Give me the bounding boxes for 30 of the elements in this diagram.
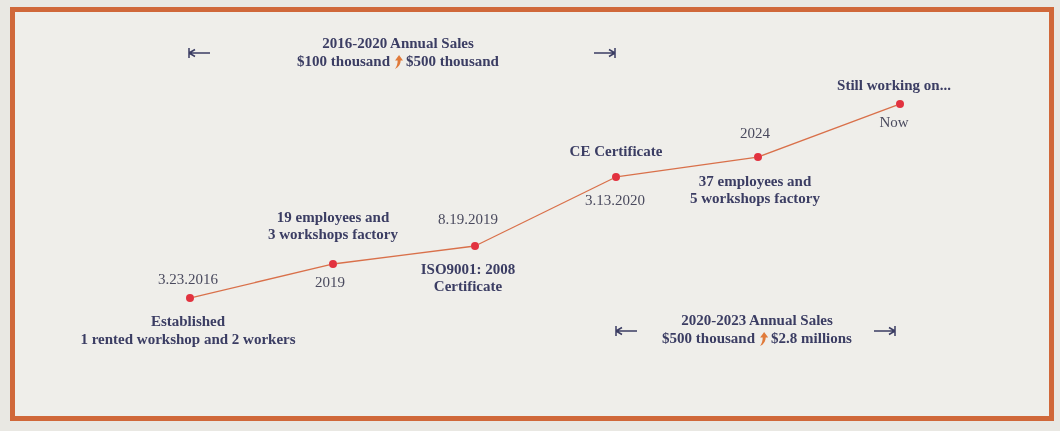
milestone-dot xyxy=(754,153,762,161)
sales-heading: 2016-2020 Annual Sales xyxy=(322,35,474,52)
date-label: 3.13.2020 xyxy=(585,192,645,209)
sales-amount: $2.8 millions xyxy=(771,330,852,347)
milestone-text: 37 employees and 5 workshops factory xyxy=(690,173,820,207)
milestone-text: 19 employees and 3 workshops factory xyxy=(268,209,398,243)
date-label: Now xyxy=(879,114,909,131)
date-label: 2019 xyxy=(315,274,345,291)
milestone-dot xyxy=(471,242,479,250)
timeline-line xyxy=(619,156,755,178)
date-label: 3.23.2016 xyxy=(158,271,218,288)
milestone-text: Still working on... xyxy=(837,77,951,94)
milestone-dot xyxy=(329,260,337,268)
timeline-line xyxy=(477,178,614,245)
date-label: 2024 xyxy=(740,125,770,142)
date-label: 8.19.2019 xyxy=(438,211,498,228)
timeline-line xyxy=(336,245,472,265)
milestone-text: 1 rented workshop and 2 workers xyxy=(80,331,296,348)
milestone-dot xyxy=(186,294,194,302)
sales-amount: $100 thousand xyxy=(297,53,390,70)
timeline-line xyxy=(761,104,897,157)
sales-amount: $500 thousand xyxy=(662,330,756,347)
timeline-line xyxy=(193,264,330,298)
milestone-text: ISO9001: 2008 Certificate xyxy=(420,261,516,295)
milestone-dot xyxy=(896,100,904,108)
milestone-dot xyxy=(612,173,620,181)
milestone-text: Established xyxy=(150,313,226,330)
sales-amount: $500 thousand xyxy=(406,53,499,70)
milestone-text: CE Certificate xyxy=(569,143,663,160)
sales-heading: 2020-2023 Annual Sales xyxy=(681,312,833,329)
